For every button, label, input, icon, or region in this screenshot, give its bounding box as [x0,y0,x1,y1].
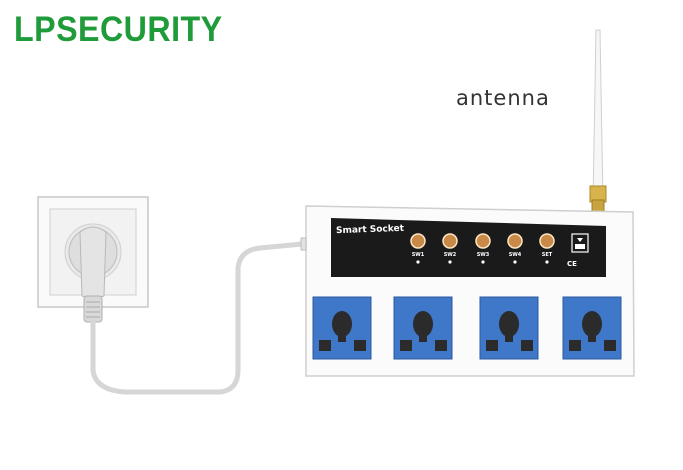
sw3-button[interactable] [475,233,491,249]
sw1-label: SW1 [411,252,425,258]
brand-logo: LPSECURITY [14,10,223,49]
outlet-4 [562,296,622,360]
outlet-3 [479,296,539,360]
power-cable [90,241,305,395]
switch-buttons [410,233,555,264]
outlets [312,296,622,360]
sim-card-icon [571,233,589,253]
control-panel [331,218,606,277]
sw1-button[interactable] [410,233,426,249]
set-button[interactable] [539,233,555,249]
power-strip-body [300,205,635,377]
sw4-label: SW4 [508,252,522,258]
antenna-icon [589,29,607,213]
sw3-label: SW3 [476,252,490,258]
outlet-1 [312,296,372,360]
sw2-label: SW2 [443,252,457,258]
sw4-button[interactable] [507,233,523,249]
set-label: SET [541,252,553,258]
plug-icon [68,226,118,323]
sw2-button[interactable] [442,233,458,249]
outlet-2 [393,296,453,360]
ce-mark: CE [567,260,577,268]
antenna-label: antenna [456,86,550,110]
